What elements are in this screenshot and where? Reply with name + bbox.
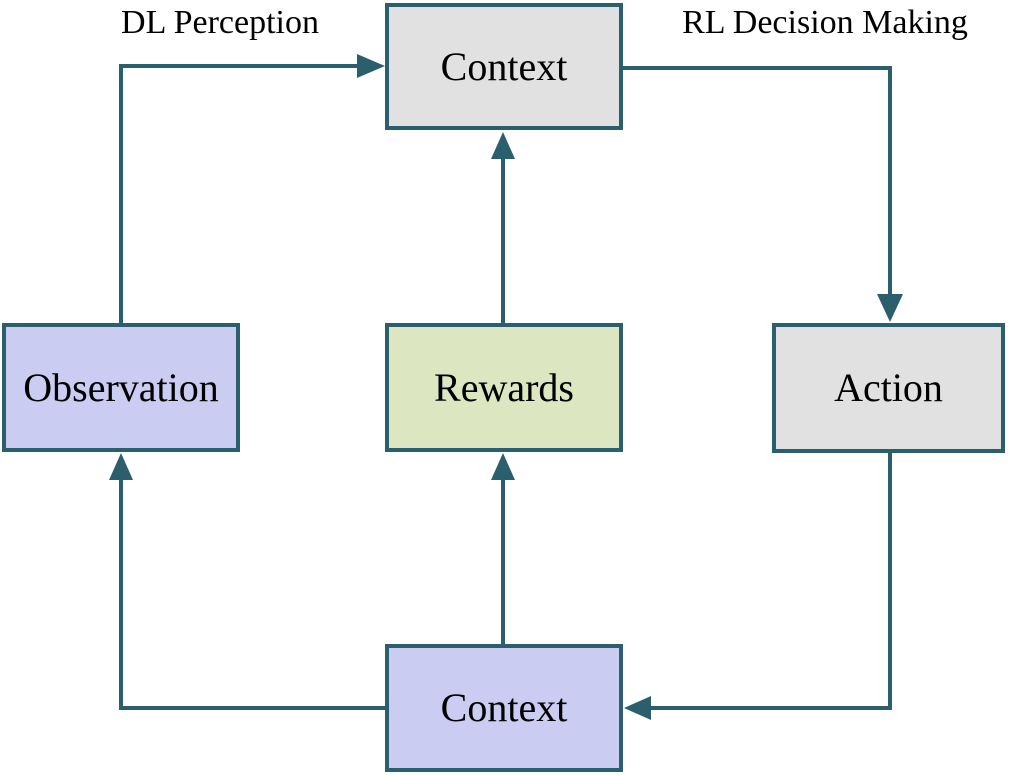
edge-label-rl-decision-making: RL Decision Making bbox=[682, 4, 968, 41]
edge-observation-to-context-top-line bbox=[119, 64, 360, 325]
edge-context-bottom-to-rewards-arrowhead-icon bbox=[491, 453, 515, 480]
node-context-top: Context bbox=[385, 3, 623, 130]
node-context-bottom: Context bbox=[385, 644, 623, 772]
edge-context-top-to-action-line bbox=[621, 66, 892, 299]
edge-action-to-context-bottom-line bbox=[648, 450, 892, 710]
edge-context-bottom-to-observation-line bbox=[119, 476, 387, 710]
node-observation-label: Observation bbox=[23, 364, 219, 410]
node-observation: Observation bbox=[2, 323, 240, 452]
edge-action-to-context-bottom-arrowhead-icon bbox=[624, 696, 651, 720]
node-context-bottom-label: Context bbox=[440, 685, 568, 730]
node-action: Action bbox=[772, 323, 1005, 453]
edge-observation-to-context-top-arrowhead-icon bbox=[357, 54, 385, 78]
node-rewards-label: Rewards bbox=[434, 364, 574, 410]
edge-context-bottom-to-observation-arrowhead-icon bbox=[109, 453, 133, 480]
edge-label-dl-perception: DL Perception bbox=[121, 4, 319, 41]
node-rewards: Rewards bbox=[385, 323, 623, 452]
node-context-top-label: Context bbox=[440, 43, 568, 89]
node-action-label: Action bbox=[834, 365, 943, 410]
edge-context-top-to-action-arrowhead-icon bbox=[877, 294, 903, 322]
edge-rewards-to-context-top-arrowhead-icon bbox=[491, 132, 515, 159]
